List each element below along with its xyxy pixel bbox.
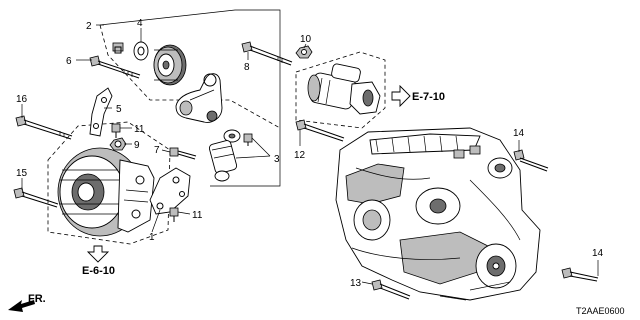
starter-motor[interactable] — [307, 63, 381, 115]
callout-10[interactable]: 10 — [300, 34, 312, 45]
bracket-part-5[interactable] — [89, 87, 113, 137]
tensioner-arm[interactable] — [175, 73, 223, 123]
alternator[interactable] — [57, 147, 155, 237]
damper-bolt[interactable] — [243, 133, 253, 146]
engine-assembly — [335, 127, 541, 301]
tensioner-group-bracket — [99, 9, 281, 187]
callout-1[interactable]: 1 — [149, 232, 155, 243]
callout-12[interactable]: 12 — [294, 150, 306, 161]
tensioner-damper[interactable] — [208, 129, 241, 182]
bolt-part-12[interactable] — [295, 119, 345, 142]
nut-part-9[interactable] — [109, 137, 127, 151]
bolt-part-11-lower[interactable] — [169, 207, 179, 222]
nut-part-10[interactable] — [295, 45, 313, 59]
bolt-part-15[interactable] — [13, 187, 59, 208]
front-label: FR. — [28, 293, 46, 305]
callout-15[interactable]: 15 — [16, 168, 28, 179]
diagram-code: T2AAE0600 — [576, 306, 625, 316]
callout-11-lower[interactable]: 11 — [192, 210, 203, 221]
callout-13[interactable]: 13 — [350, 278, 362, 289]
alternator-ref-arrow[interactable] — [86, 245, 110, 263]
alternator-ref-label[interactable]: E-6-10 — [82, 265, 115, 277]
bolt-part-14-lower[interactable] — [561, 267, 599, 282]
callout-11-upper[interactable]: 11 — [134, 124, 145, 135]
bolt-part-16[interactable] — [15, 115, 73, 140]
front-direction-arrow — [8, 300, 35, 312]
leader-lines — [21, 24, 599, 285]
callout-14-upper[interactable]: 14 — [513, 128, 525, 139]
callout-6[interactable]: 6 — [66, 56, 72, 67]
callout-3[interactable]: 3 — [274, 154, 280, 165]
bolt-part-8[interactable] — [241, 41, 293, 66]
alternator-bracket-part-1[interactable] — [149, 167, 191, 215]
bolt-part-6[interactable] — [89, 55, 141, 79]
bolt-part-14-upper[interactable] — [513, 149, 549, 172]
callout-7[interactable]: 7 — [154, 145, 160, 156]
starter-ref-label[interactable]: E-7-10 — [412, 91, 445, 103]
bolt-part-11-upper[interactable] — [111, 123, 121, 138]
callout-8[interactable]: 8 — [244, 62, 250, 73]
callout-16[interactable]: 16 — [16, 94, 28, 105]
callout-9[interactable]: 9 — [134, 140, 140, 151]
callout-14-lower[interactable]: 14 — [592, 248, 604, 259]
idler-pulley[interactable] — [153, 44, 187, 86]
starter-group-outline — [295, 51, 386, 129]
callout-5[interactable]: 5 — [116, 104, 122, 115]
tensioner-bolt[interactable] — [112, 42, 124, 54]
callout-4[interactable]: 4 — [137, 18, 143, 29]
bolt-part-7[interactable] — [169, 147, 197, 160]
bolt-part-13[interactable] — [371, 279, 411, 300]
tensioner-group-outline — [99, 24, 281, 129]
callout-2[interactable]: 2 — [86, 21, 92, 32]
washer-part-4[interactable] — [133, 41, 149, 61]
starter-ref-arrow[interactable] — [391, 84, 411, 108]
